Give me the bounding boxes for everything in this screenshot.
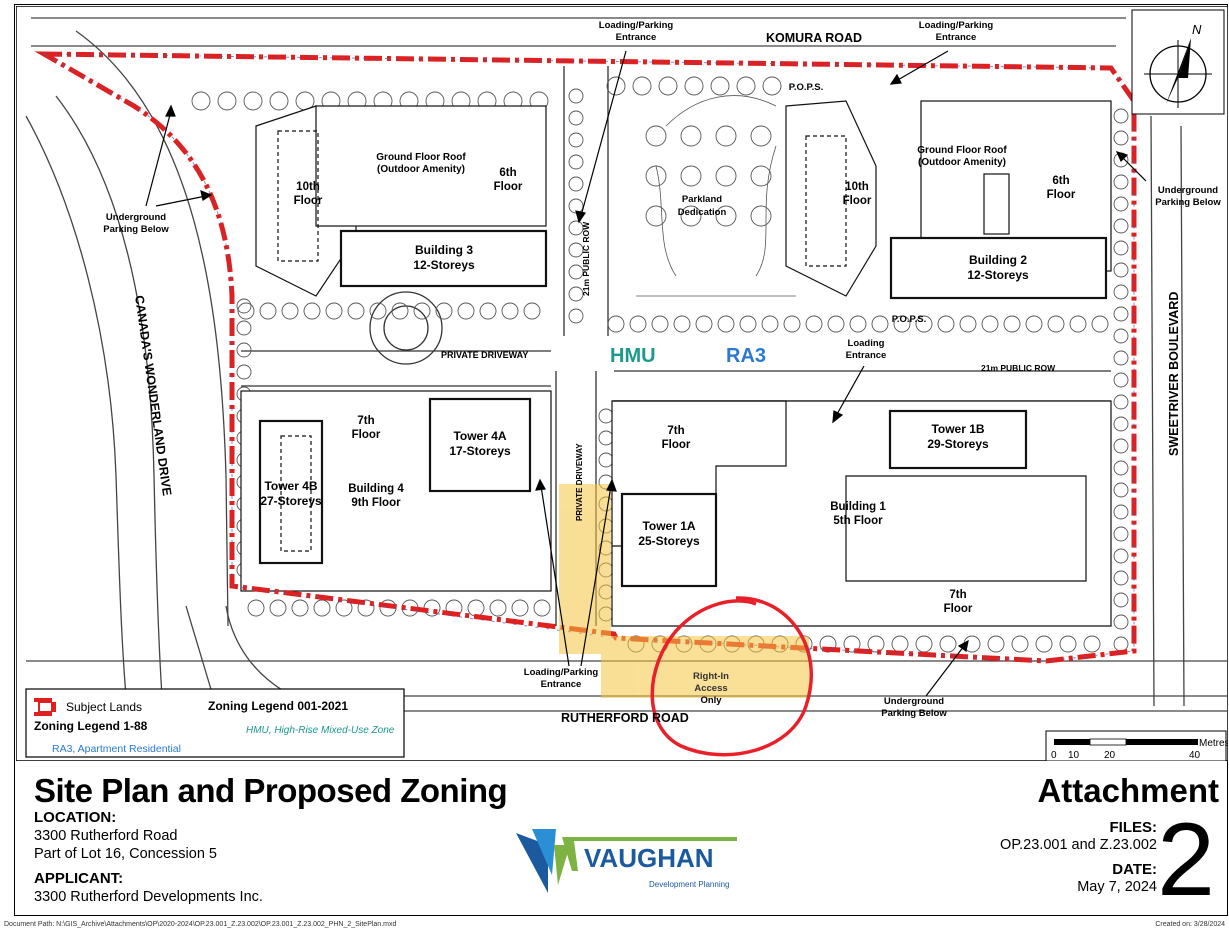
site-plan-map: KOMURA ROAD RUTHERFORD ROAD CANADA'S WON… [16, 6, 1228, 761]
north-arrow: N [1131, 9, 1225, 115]
legend-hmu: HMU, High-Rise Mixed-Use Zone [246, 725, 395, 736]
legend-zoning-001-2021: Zoning Legend 001-2021 [208, 699, 348, 713]
location-line-1: 3300 Rutherford Road [34, 828, 178, 844]
legend-subject-lands: Subject Lands [66, 700, 142, 714]
location-label: LOCATION: [34, 809, 117, 826]
applicant-name: 3300 Rutherford Developments Inc. [34, 889, 263, 905]
street-rutherford: RUTHERFORD ROAD [561, 711, 689, 725]
created-date: Created on: 3/28/2024 [1155, 921, 1225, 928]
street-sweetriver: SWEETRIVER BOULEVARD [1167, 292, 1181, 456]
scale-tick-0: 0 [1051, 750, 1057, 761]
zone-hmu: HMU [610, 345, 656, 367]
location-line-2: Part of Lot 16, Concession 5 [34, 846, 217, 862]
street-komura: KOMURA ROAD [766, 31, 862, 45]
subject-lands-boundary [34, 51, 1137, 664]
b2-roof: Ground Floor Roof(Outdoor Amenity) [917, 145, 1007, 168]
street-private-driveway-v: PRIVATE DRIVEWAY [575, 443, 584, 521]
right-in-circle-markup [650, 596, 813, 757]
scale-tick-10: 10 [1068, 750, 1080, 761]
legend: Subject Lands Zoning Legend 1-88 RA3, Ap… [25, 688, 405, 758]
date-value: May 7, 2024 [1077, 879, 1157, 895]
applicant-label: APPLICANT: [34, 870, 124, 887]
scale-tick-40: 40 [1189, 750, 1201, 761]
attachment-number: 2 [1157, 802, 1215, 918]
date-label: DATE: [1112, 861, 1157, 878]
annotation-arrows [145, 50, 1147, 697]
vaughan-wordmark: VAUGHAN [584, 843, 714, 873]
zone-ra3: RA3 [726, 345, 766, 367]
attachment-label: Attachment [1037, 772, 1219, 809]
vaughan-logo: VAUGHAN Development Planning [516, 829, 737, 893]
right-in-access-highlight [559, 484, 809, 698]
scale-tick-20: 20 [1104, 750, 1116, 761]
legend-zoning-1-88: Zoning Legend 1-88 [34, 719, 148, 733]
building-footprints [240, 100, 1112, 627]
street-public-row-v: 21m PUBLIC ROW [581, 221, 591, 296]
document-path: Document Path: N:\GIS_Archive\Attachment… [4, 921, 397, 928]
scale-bar: Metres 0 10 20 40 [1045, 730, 1228, 761]
legend-ra3: RA3, Apartment Residential [52, 743, 181, 755]
vaughan-subtitle: Development Planning [649, 880, 730, 889]
pops-mid: P.O.P.S. [892, 314, 927, 325]
pops-top: P.O.P.S. [789, 82, 824, 93]
north-label: N [1192, 22, 1202, 37]
parkland-paths [636, 95, 796, 297]
street-private-driveway-h: PRIVATE DRIVEWAY [441, 350, 528, 360]
files-label: FILES: [1109, 819, 1158, 836]
files-value: OP.23.001 and Z.23.002 [1000, 837, 1157, 853]
scale-unit: Metres [1199, 738, 1228, 749]
street-public-row-h: 21m PUBLIC ROW [981, 363, 1056, 373]
map-title: Site Plan and Proposed Zoning [34, 772, 508, 809]
b3-roof: Ground Floor Roof(Outdoor Amenity) [376, 152, 466, 175]
